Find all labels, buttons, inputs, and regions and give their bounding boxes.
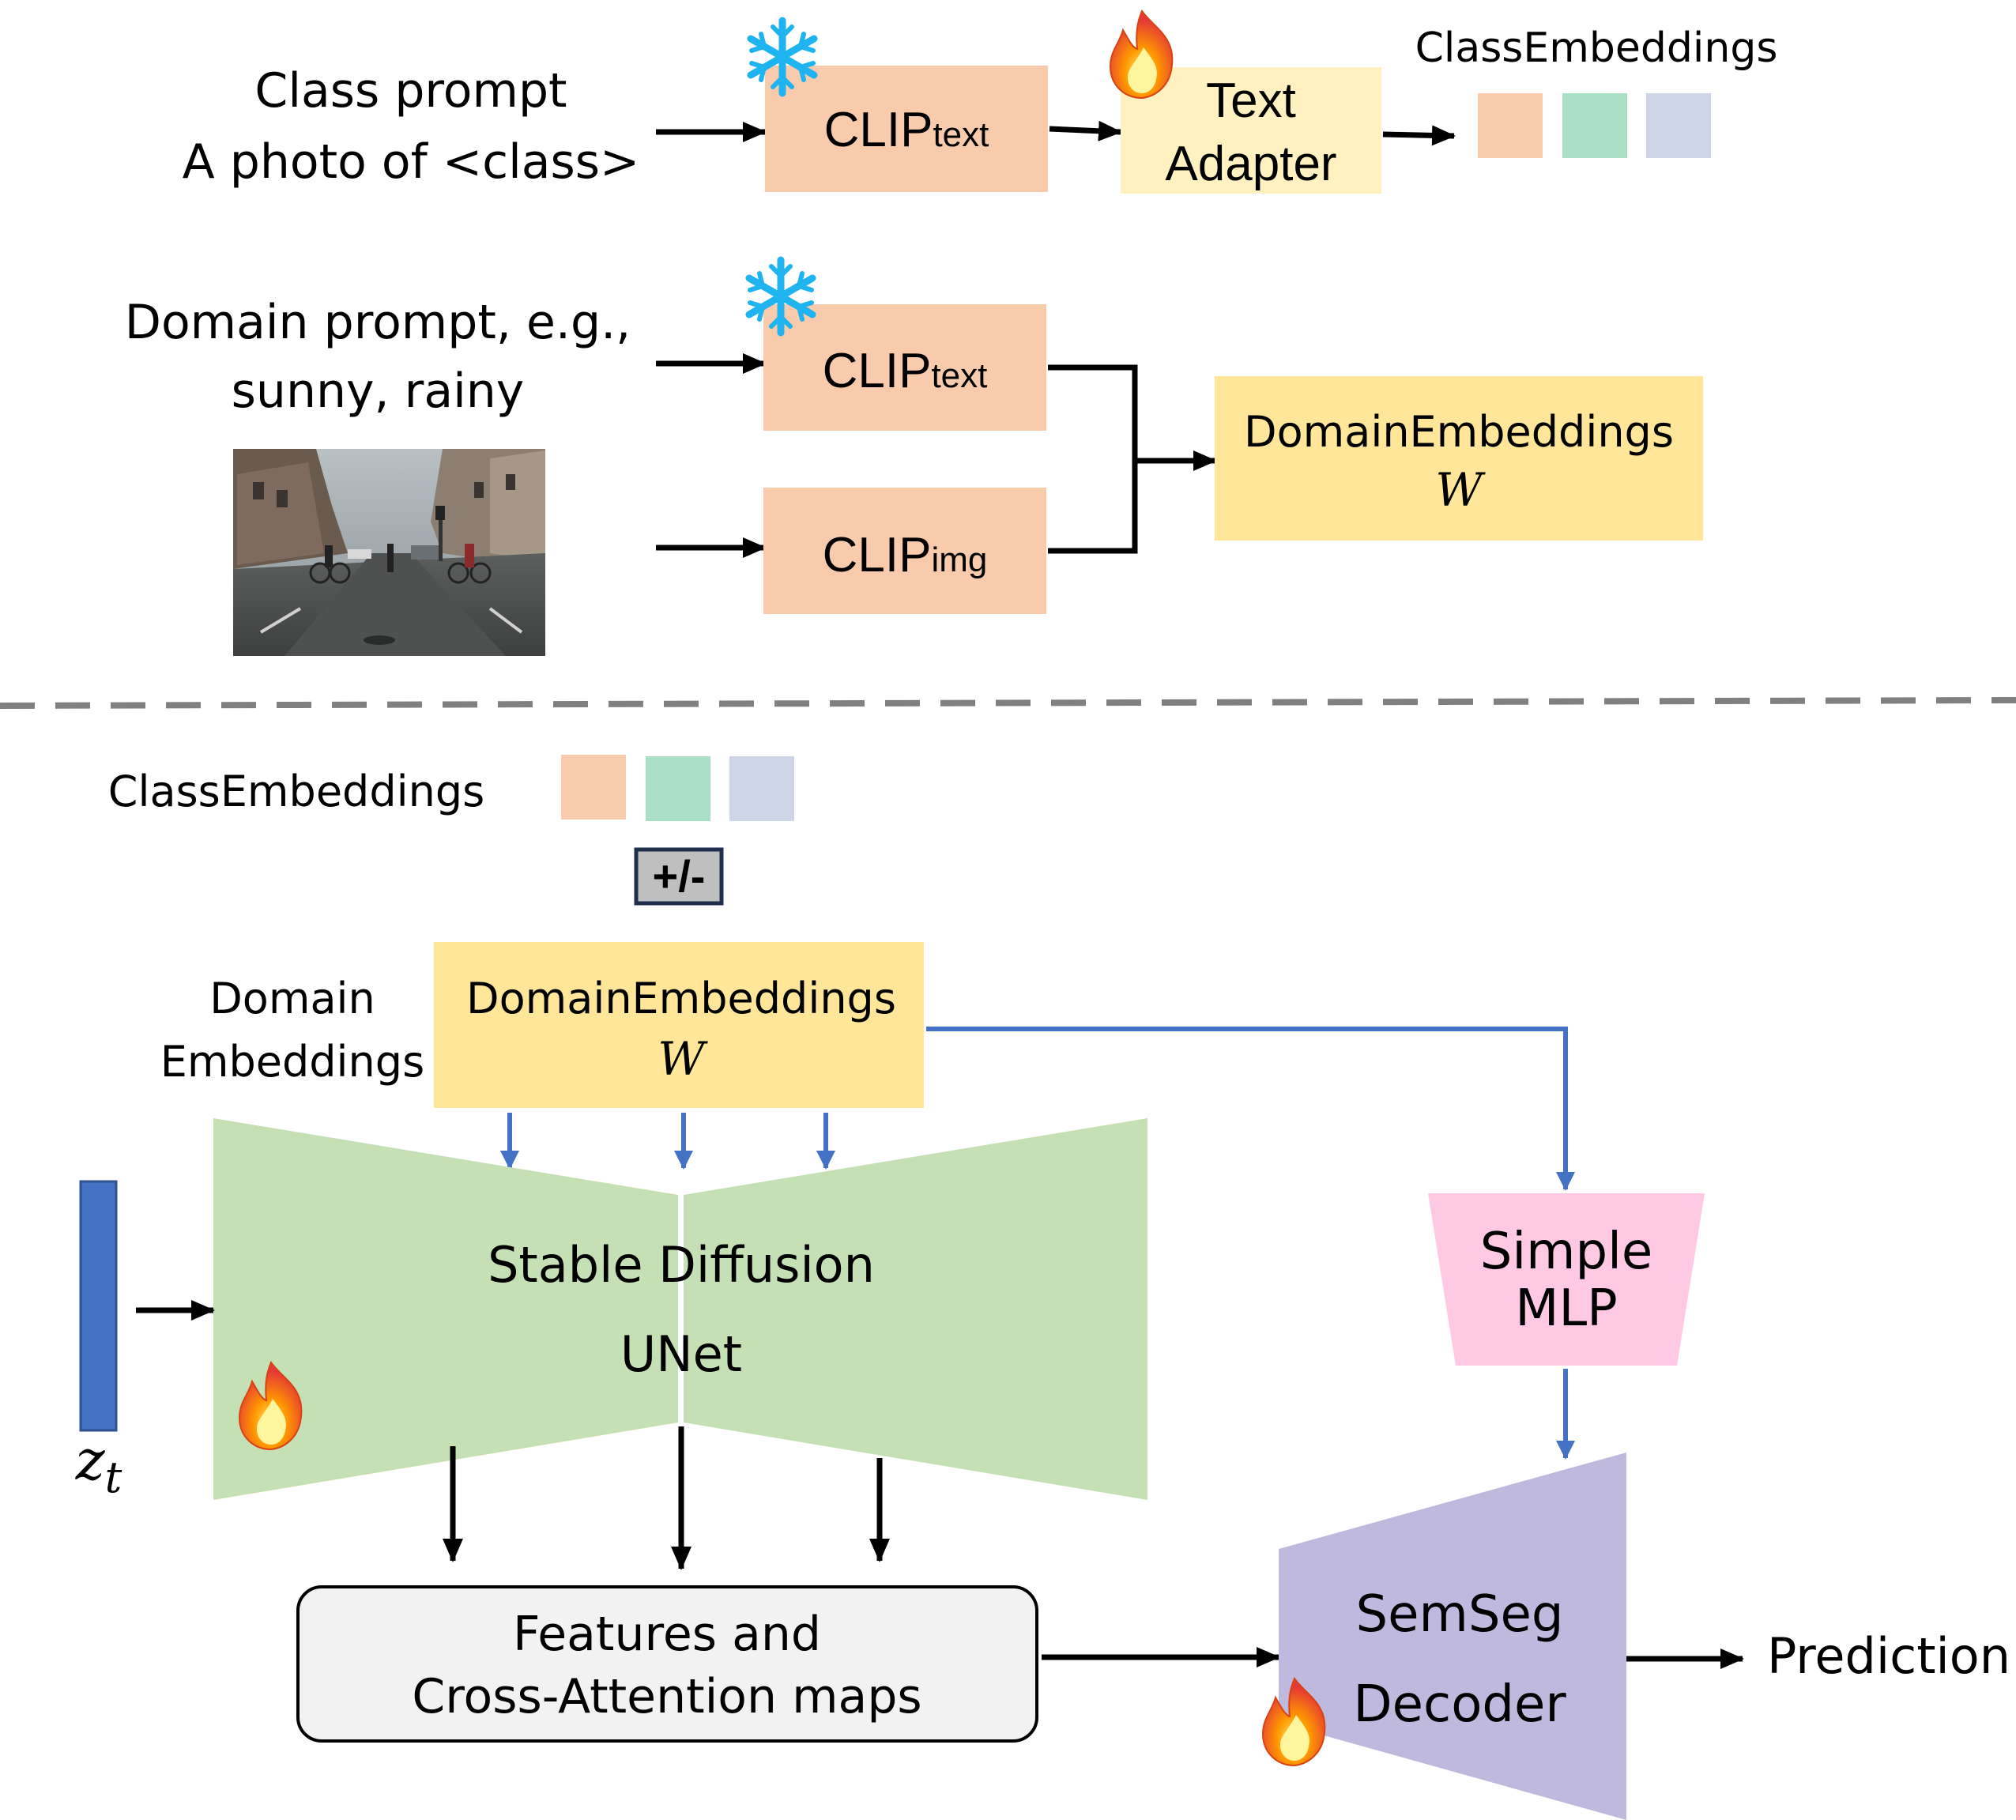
clip-text-2-main: CLIP [823,344,932,398]
section-separator [0,697,2016,709]
plus-minus-label: +/- [653,851,706,901]
prediction-label: Prediction [1767,1627,2010,1685]
features-box [296,1585,1038,1743]
class-embedding-blue-bottom [729,756,794,821]
text-adapter-line2: Adapter [1165,137,1336,191]
domain-label-line1: Domain [209,974,375,1023]
latent-sub: t [105,1453,122,1502]
mlp-box [1428,1193,1705,1366]
latent-main: z [75,1428,106,1493]
domain-embeddings-top-line1: DomainEmbeddings [1244,407,1674,457]
class-prompt-line2: A photo of <class> [183,134,640,190]
clip-img-sub: img [931,541,987,579]
clip-img-box [763,488,1046,614]
clip-text-box-2 [763,304,1046,431]
features-line1: Features and [513,1607,821,1662]
svg-text:CLIPtext: CLIPtext [824,103,989,157]
street-photo [233,449,545,656]
arrow-adapter-to-embeddings [1382,125,1456,146]
class-embeddings-label-top: ClassEmbeddings [1415,24,1778,72]
unet-line1: Stable Diffusion [488,1236,875,1294]
clip-img-main: CLIP [823,528,932,582]
decoder-line2: Decoder [1353,1675,1566,1734]
class-embeddings-label-bottom: ClassEmbeddings [108,767,484,816]
arrow-domain-to-mlp [926,1027,1575,1191]
fire-icon [1110,10,1174,99]
text-adapter-box [1121,67,1381,194]
class-prompt-line1: Class prompt [254,63,567,119]
svg-text:CLIPtext: CLIPtext [823,344,988,398]
clip-text-1-sub: text [933,115,989,154]
clip-text-1-main: CLIP [824,103,933,157]
text-adapter-line1: Text [1206,73,1296,128]
clip-text-box-1 [765,66,1048,192]
unet-line2: UNet [620,1325,742,1383]
latent-vector [79,1180,118,1432]
svg-text:zt: zt [75,1428,122,1502]
domain-embeddings-bottom-line2: W [658,1032,708,1086]
features-line2: Cross-Attention maps [412,1669,921,1724]
mlp-line1: Simple [1480,1223,1653,1281]
mlp-line2: MLP [1515,1279,1617,1338]
class-embedding-green-bottom [646,756,710,821]
domain-embeddings-top-line2: W [1435,463,1486,517]
class-embedding-orange [1478,93,1543,158]
unet-left-half [213,1118,678,1500]
clip-text-2-sub: text [931,356,987,395]
svg-text:CLIPimg: CLIPimg [823,528,988,582]
class-embedding-blue [1646,93,1711,158]
decoder-line1: SemSeg [1356,1585,1564,1644]
domain-prompt-line2: sunny, rainy [232,364,525,419]
domain-prompt-line1: Domain prompt, e.g., [125,295,631,350]
connector-clip-text-merge [1048,364,1138,554]
class-embedding-orange-bottom [561,755,626,820]
arrow-clip-to-adapter [1049,120,1122,141]
domain-embeddings-bottom-line1: DomainEmbeddings [466,974,896,1023]
domain-embeddings-box-top [1215,376,1703,541]
domain-label-line2: Embeddings [160,1037,424,1087]
unet-right-half [684,1118,1147,1500]
decoder-box [1279,1453,1626,1820]
domain-embeddings-box-bottom [434,942,924,1108]
plus-minus-box [634,847,724,906]
class-embedding-green [1562,93,1627,158]
